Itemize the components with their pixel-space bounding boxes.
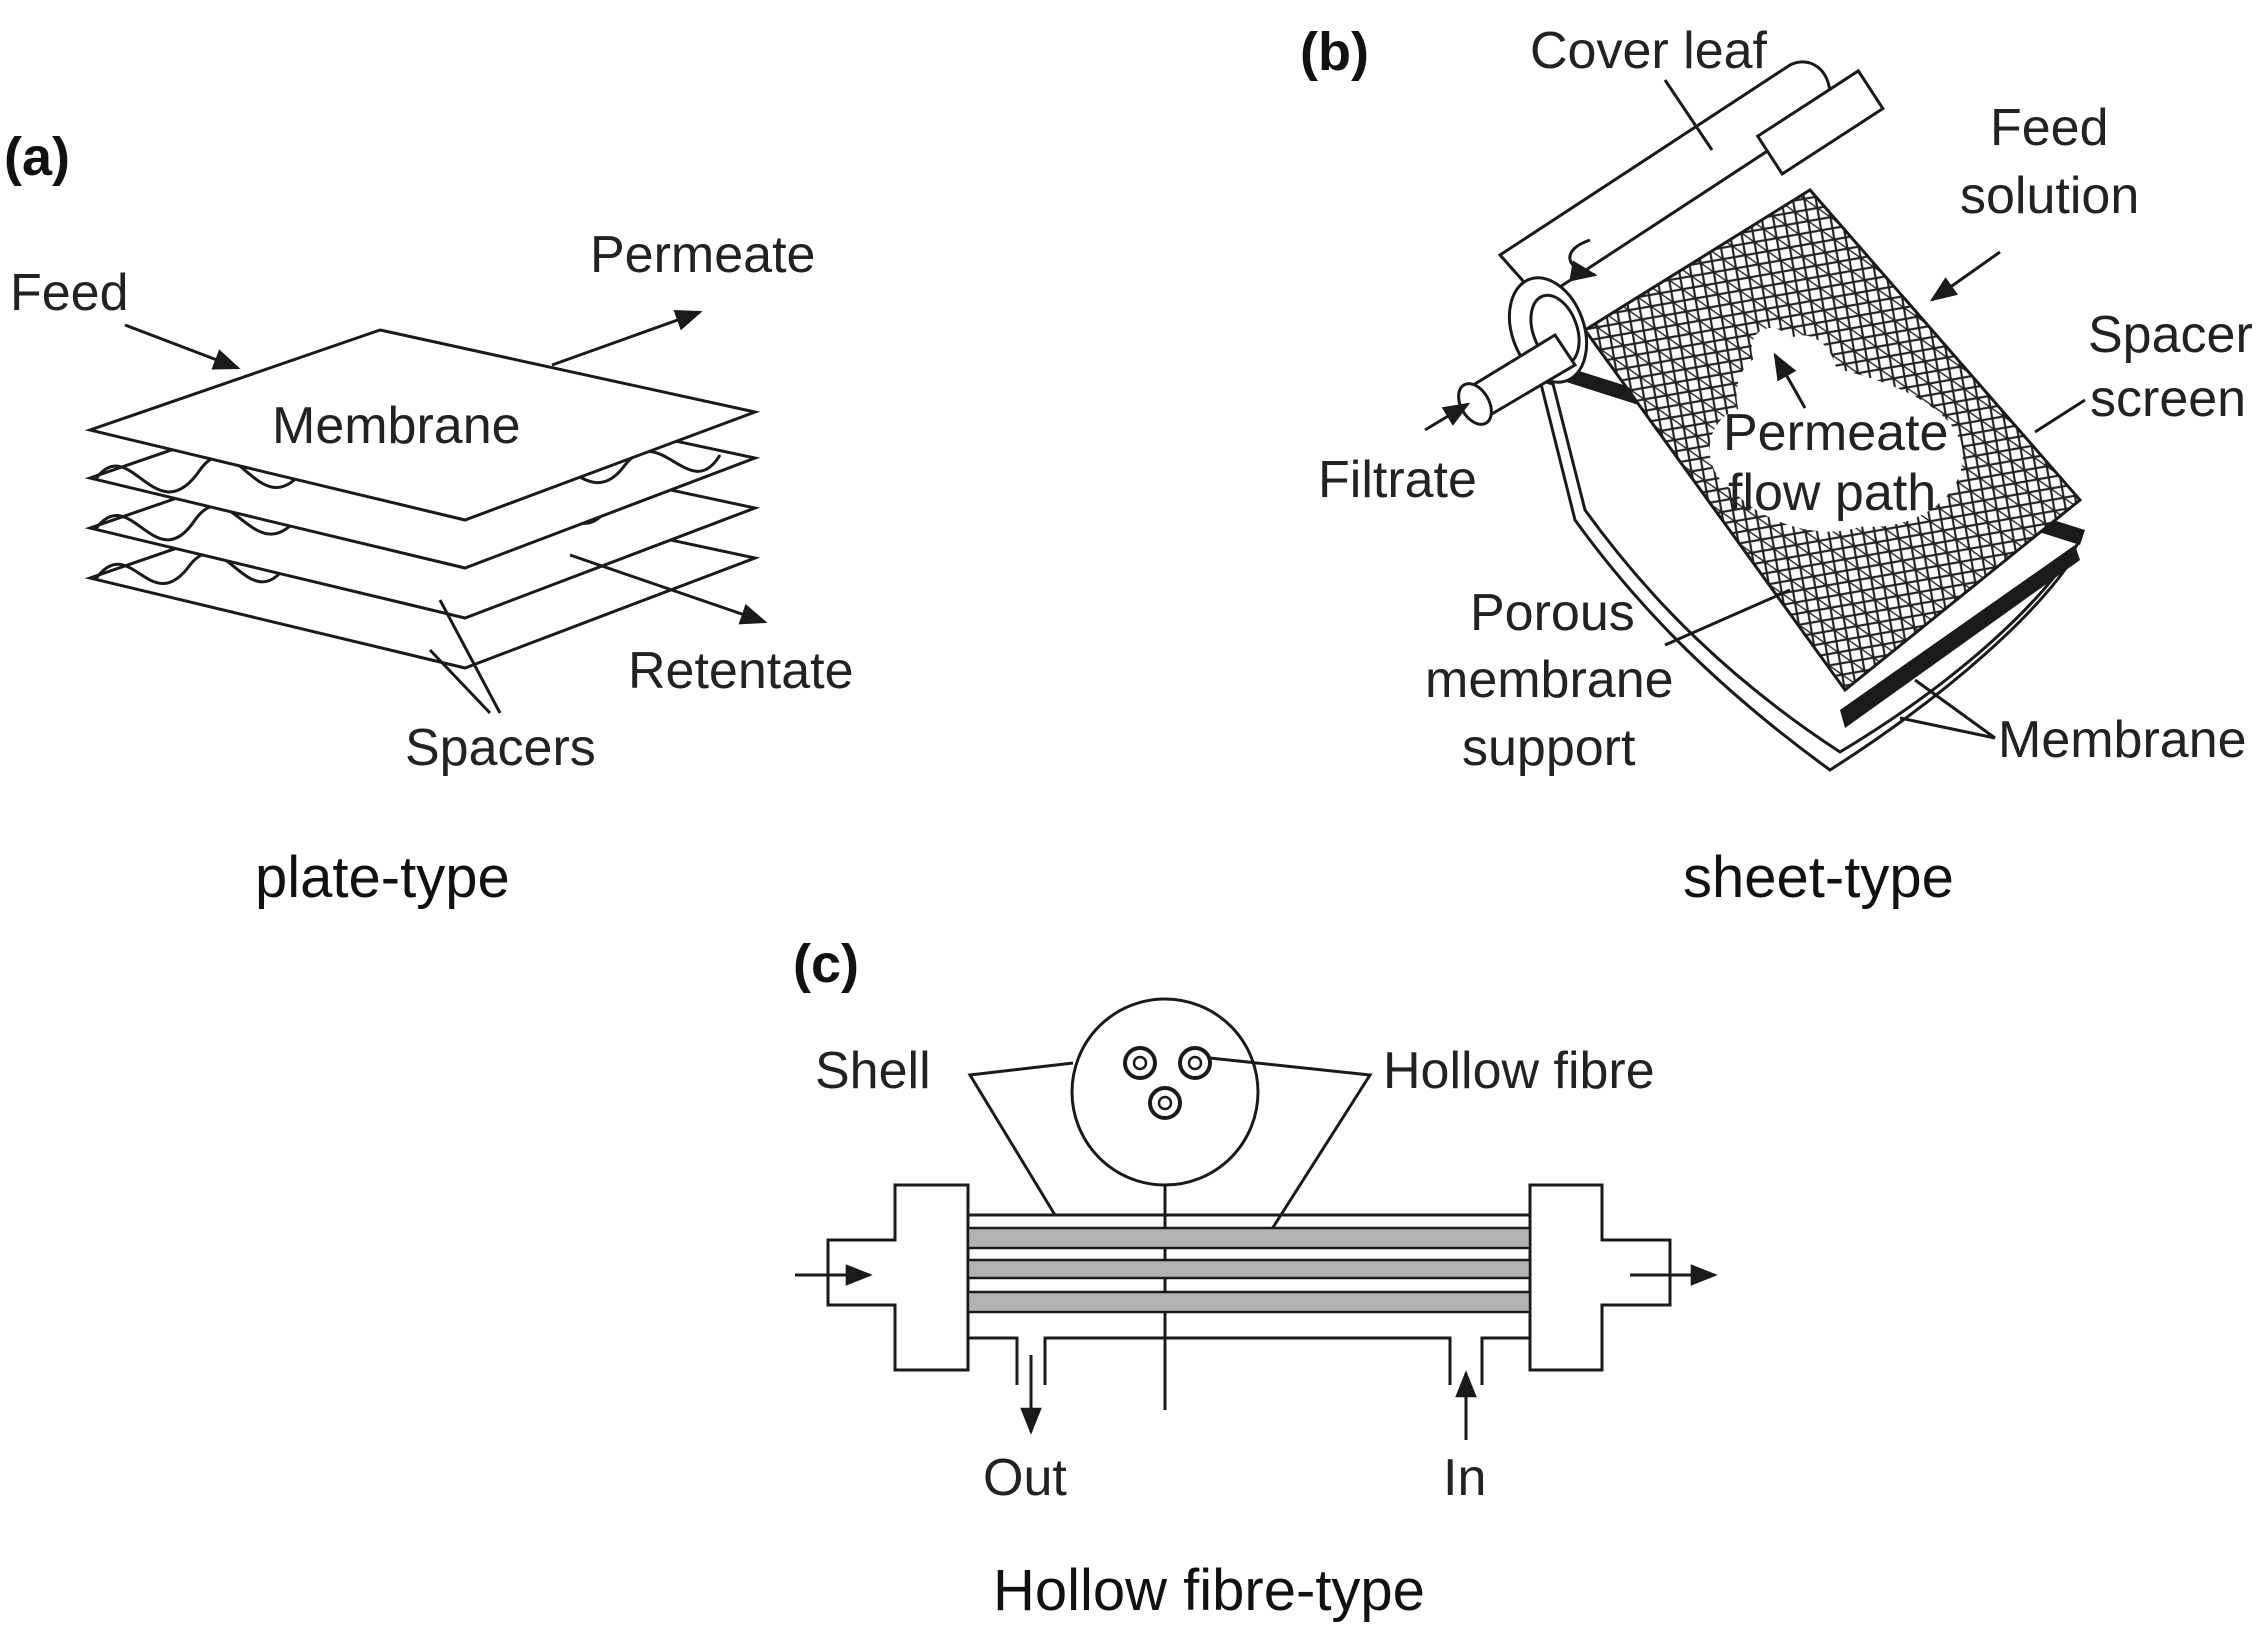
feed-solution-arrow (1929, 250, 2001, 302)
membrane-leader-2 (1899, 716, 1996, 740)
filtrate-arrow (1424, 402, 1471, 432)
shell-leader (967, 1061, 1074, 1216)
shell-label: Shell (815, 1042, 931, 1100)
panel-c-hollow-fibre-type: (c) (793, 934, 1718, 1623)
roll-direction-arrow (1568, 238, 1598, 282)
panel-b-sheet-type: (b) Cover leaf Feed solution Spacer (1300, 22, 2253, 910)
porous-support-label-2: membrane (1425, 651, 1674, 709)
permeate-flow-arrow (1773, 352, 1807, 409)
permeate-flow-label-2: flow path (1728, 464, 1936, 522)
permeate-arrow (551, 310, 703, 367)
membrane-leader-1 (1914, 678, 1996, 740)
plate-type-caption: plate-type (255, 845, 510, 910)
out-label: Out (983, 1449, 1067, 1507)
panel-b-letter: (b) (1300, 22, 1369, 82)
spacers-leader-2 (438, 599, 502, 714)
fibre-cross-sections (1123, 1046, 1212, 1120)
spacer-screen-leader (2034, 398, 2086, 434)
cover-leaf-label: Cover leaf (1530, 22, 1768, 80)
porous-support-label-3: support (1462, 719, 1636, 777)
shell-bottom-left (968, 1336, 1019, 1385)
feed-solution-label-2: solution (1960, 167, 2139, 225)
cover-leaf-leader (1663, 79, 1714, 151)
sheet-type-caption: sheet-type (1683, 845, 1954, 910)
permeate-flow-label-1: Permeate (1723, 404, 1948, 462)
filtrate-label: Filtrate (1318, 451, 1477, 509)
panel-c-letter: (c) (793, 934, 859, 994)
hollow-fibre-label: Hollow fibre (1383, 1042, 1655, 1100)
shell-bottom-mid (1043, 1336, 1452, 1385)
feed-solution-label-1: Feed (1990, 99, 2109, 157)
spacers-label: Spacers (405, 719, 596, 777)
permeate-label: Permeate (590, 226, 815, 284)
membrane-label-b: Membrane (1998, 711, 2247, 769)
hollow-fibres (966, 1226, 1532, 1314)
panel-a-letter: (a) (4, 127, 70, 187)
spacer-screen-label-1: Spacer (2088, 306, 2253, 364)
left-end-cap (826, 1183, 970, 1372)
in-label: In (1443, 1449, 1486, 1507)
panel-a-plate-type: (a) Feed Permeate Membrane Retentate Spa… (4, 127, 854, 910)
membrane-plate (84, 328, 761, 522)
feed-label: Feed (10, 264, 129, 322)
feed-arrow (124, 323, 241, 370)
spacer-screen-label-2: screen (2090, 370, 2246, 428)
hollow-fibre-leader (1209, 1056, 1373, 1241)
retentate-label: Retentate (628, 642, 854, 700)
shell-bottom-right (1480, 1336, 1530, 1385)
porous-support-leader (1664, 588, 1791, 647)
porous-support-label-1: Porous (1470, 584, 1635, 642)
spacers-leader-1 (428, 648, 492, 715)
membrane-label: Membrane (272, 397, 521, 455)
hollow-fibre-type-caption: Hollow fibre-type (993, 1558, 1425, 1623)
feed-tube (1755, 68, 1885, 177)
retentate-arrow (569, 553, 768, 625)
right-end-cap (1528, 1183, 1672, 1372)
